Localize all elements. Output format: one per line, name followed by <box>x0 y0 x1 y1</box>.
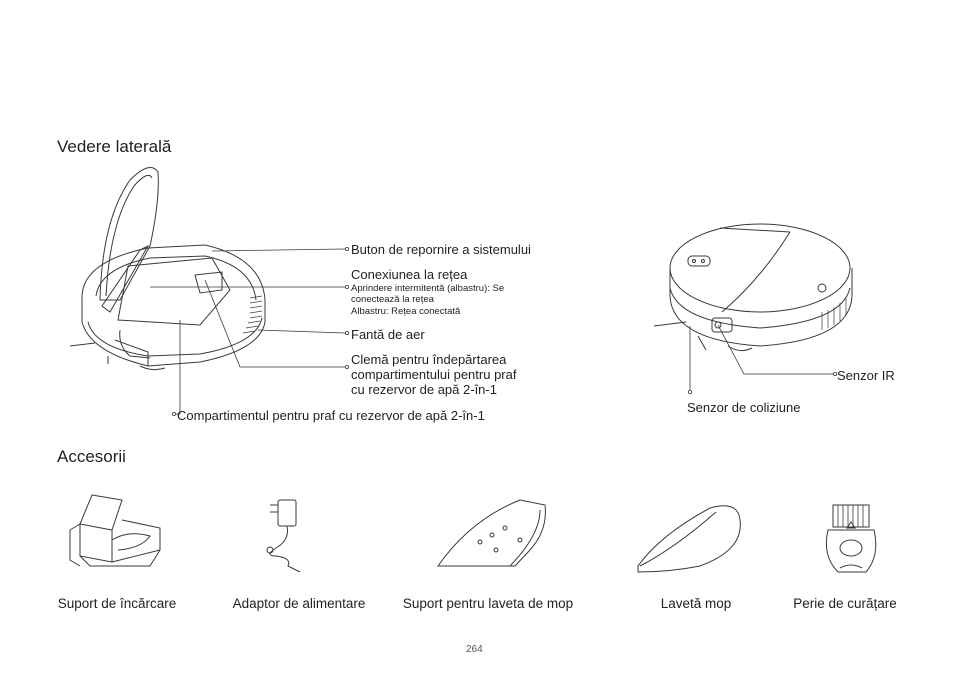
dock-illustration <box>69 494 161 567</box>
caption-mop-cloth: Lavetă mop <box>660 596 732 611</box>
label-reset-button: Buton de repornire a sistemului <box>351 242 531 257</box>
label-dust-bin: Compartimentul pentru praf cu rezervor d… <box>177 408 485 423</box>
accessories-title: Accesorii <box>57 447 126 466</box>
caption-brush: Perie de curățare <box>793 596 897 611</box>
label-clip-1: Clemă pentru îndepărtarea <box>351 352 507 367</box>
label-wifi-title: Conexiunea la rețea <box>351 267 468 282</box>
label-clip-2: compartimentului pentru praf <box>351 367 517 382</box>
mop-bracket-illustration <box>437 499 546 567</box>
caption-dock: Suport de încărcare <box>57 596 177 611</box>
label-collision-sensor: Senzor de coliziune <box>687 400 801 415</box>
label-wifi-desc-1: Aprindere intermitentă (albastru): Se <box>351 283 505 294</box>
mop-cloth-illustration <box>637 505 741 573</box>
caption-adapter: Adaptor de alimentare <box>232 596 366 611</box>
brush-illustration <box>825 504 877 573</box>
robot-open-illustration <box>69 167 266 371</box>
label-clip-3: cu rezervor de apă 2-în-1 <box>351 382 497 397</box>
caption-mop-bracket: Suport pentru laveta de mop <box>402 596 574 611</box>
label-wifi-desc-3: Albastru: Rețea conectată <box>351 306 461 317</box>
label-ir-sensor: Senzor IR <box>837 368 895 383</box>
page-number: 264 <box>466 644 483 655</box>
adapter-illustration <box>266 499 301 573</box>
side-view-title: Vedere laterală <box>57 137 172 156</box>
label-air-vent: Fantă de aer <box>351 327 425 342</box>
robot-closed-illustration <box>653 223 853 352</box>
label-wifi-desc-2: conectează la rețea <box>351 294 434 305</box>
